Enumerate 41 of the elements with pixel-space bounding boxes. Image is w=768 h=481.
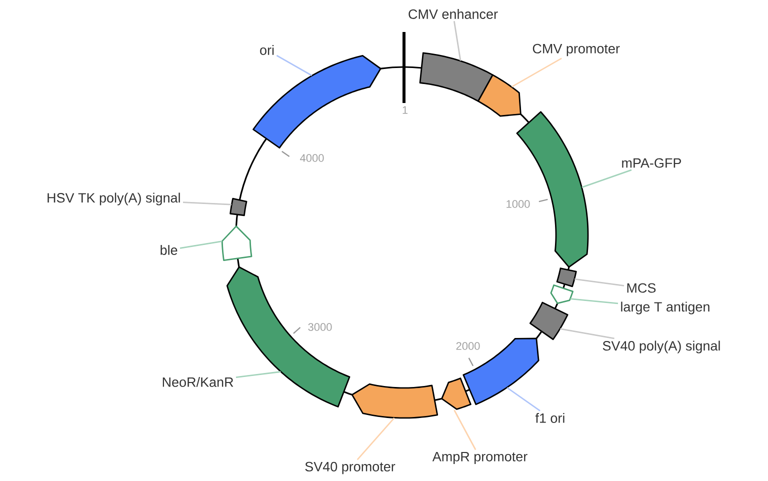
feature-box — [419, 52, 494, 102]
feature-label: ori — [260, 45, 274, 55]
leader-line — [356, 417, 395, 460]
feature-segment — [221, 226, 252, 262]
scale-tick: 1000 — [506, 198, 548, 208]
feature-segment — [550, 284, 574, 304]
scale-tick: 1 — [402, 106, 408, 114]
feature-label: SV40 promoter — [305, 462, 396, 474]
leader-line — [506, 387, 540, 412]
leader-line — [454, 410, 476, 450]
leader-line — [180, 240, 222, 249]
feature-label: ble — [160, 245, 178, 255]
feature-label: AmpR promoter — [432, 452, 528, 464]
feature-label: large T antigen — [621, 302, 710, 314]
feature-label: NeoR/KanR — [162, 377, 234, 387]
feature-label: CMV promoter — [532, 44, 620, 56]
feature-label: f1 ori — [535, 413, 564, 423]
leader-line — [570, 298, 618, 304]
leader-line — [574, 278, 624, 286]
feature-segment — [477, 74, 522, 117]
leader-line — [560, 328, 614, 340]
feature-label: MCS — [627, 283, 656, 293]
leader-line — [453, 21, 462, 61]
scale-tick: 4000 — [282, 150, 324, 162]
feature-segment — [252, 55, 382, 148]
feature-label: HSV TK poly(A) signal — [48, 192, 180, 206]
feature-label: CMV enhancer — [408, 9, 498, 19]
feature-box — [556, 268, 577, 288]
feature-segment — [441, 378, 472, 410]
leader-line — [276, 54, 312, 76]
scale-tick: 2000 — [456, 342, 480, 366]
feature-box — [529, 302, 568, 340]
leader-line — [236, 371, 281, 378]
feature-label: mPA-GFP — [622, 158, 681, 168]
feature-box — [230, 198, 248, 216]
feature-label: SV40 poly(A) signal — [602, 340, 720, 354]
leader-line — [582, 169, 632, 188]
leader-line — [511, 58, 562, 88]
leader-line — [182, 202, 232, 206]
scale-tick: 3000 — [293, 323, 332, 334]
feature-segment — [351, 383, 438, 419]
